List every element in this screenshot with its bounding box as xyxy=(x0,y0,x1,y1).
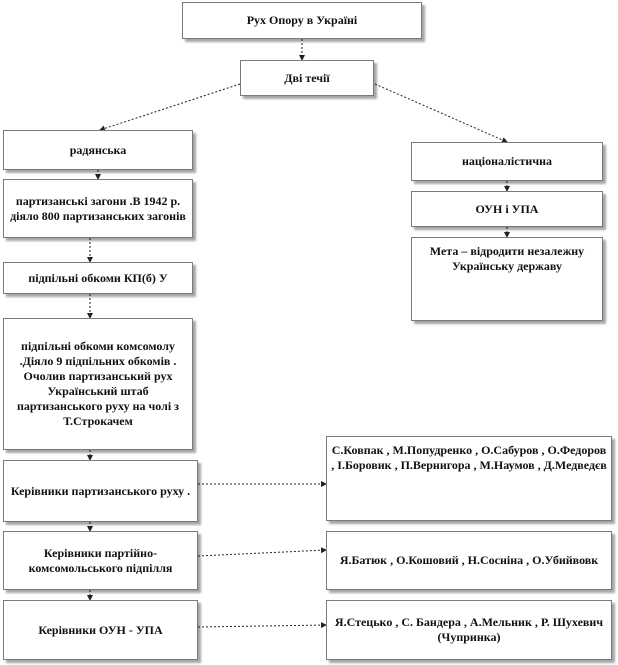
arrow-streams-to-nationalist xyxy=(374,83,508,143)
party-leaders-text: Керівники партійно-комсомольського підпі… xyxy=(28,545,173,575)
party-names-box: Я.Батюк , О.Кошовий , Н.Сосніна , О.Убий… xyxy=(326,531,612,590)
title-box: Рух Опору в Україні xyxy=(182,2,422,39)
soviet-step2-text: підпільні обкоми КП(б) У xyxy=(28,270,168,285)
nationalist-goal-box: Мета – відродити незалежну Українську де… xyxy=(411,237,603,321)
nationalist-box: націоналістична xyxy=(411,142,603,181)
soviet-box: радянська xyxy=(3,130,193,170)
soviet-step3-text: підпільні обкоми комсомолу .Діяло 9 підп… xyxy=(16,339,180,428)
soviet-step1-text: партизанські загони .В 1942 р. діяло 800… xyxy=(10,193,186,223)
party-leaders-box: Керівники партійно-комсомольського підпі… xyxy=(3,531,198,590)
party-names-text: Я.Батюк , О.Кошовий , Н.Сосніна , О.Убий… xyxy=(339,553,599,567)
soviet-step1-box: партизанські загони .В 1942 р. діяло 800… xyxy=(3,179,193,238)
partisan-leaders-box: Керівники партизанського руху . xyxy=(3,460,198,522)
title-text: Рух Опору в Україні xyxy=(246,13,358,27)
nationalist-org-text: ОУН і УПА xyxy=(475,201,539,216)
oun-leaders-text: Керівники ОУН - УПА xyxy=(38,622,163,637)
oun-names-box: Я.Стецько , С. Бандера , А.Мельник , Р. … xyxy=(326,600,612,660)
arrow-oun-names xyxy=(197,622,327,629)
arrow-party-names xyxy=(197,547,327,557)
soviet-step3-box: підпільні обкоми комсомолу .Діяло 9 підп… xyxy=(3,318,193,450)
nationalist-text: націоналістична xyxy=(461,154,553,168)
nationalist-goal-text: Мета – відродити незалежну Українську де… xyxy=(429,244,585,273)
soviet-text: радянська xyxy=(69,142,127,157)
oun-leaders-box: Керівники ОУН - УПА xyxy=(3,600,198,660)
partisan-leaders-text: Керівники партизанського руху . xyxy=(10,483,191,498)
partisan-names-box: С.Ковпак , М.Попудренко , О.Сабуров , О.… xyxy=(326,436,612,521)
arrow-streams-to-soviet xyxy=(99,83,241,132)
streams-text: Дві течії xyxy=(284,70,330,85)
soviet-step2-box: підпільні обкоми КП(б) У xyxy=(3,262,193,294)
nationalist-org-box: ОУН і УПА xyxy=(411,191,603,227)
oun-names-text: Я.Стецько , С. Бандера , А.Мельник , Р. … xyxy=(334,615,604,644)
streams-box: Дві течії xyxy=(240,60,374,96)
partisan-names-text: С.Ковпак , М.Попудренко , О.Сабуров , О.… xyxy=(331,443,607,472)
